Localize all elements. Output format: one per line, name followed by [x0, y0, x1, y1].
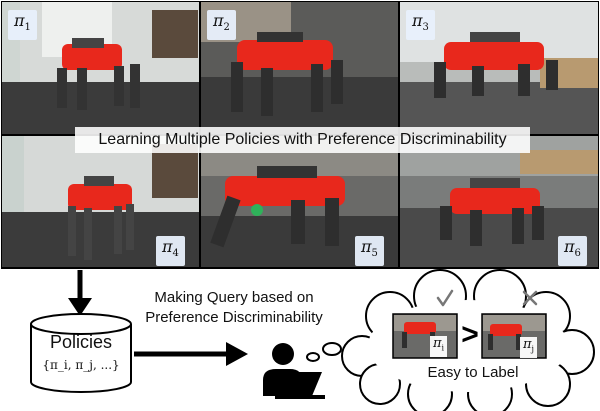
photo-policy-2: π2: [201, 2, 398, 134]
rejected-policy-label: πj: [520, 337, 538, 358]
database-label: Policies: [49, 332, 113, 352]
robot-photo-grid: π1 π2 π3: [1, 1, 599, 269]
photo-policy-3: π3: [400, 2, 598, 134]
policy-label-6: π6: [558, 236, 587, 267]
robot-scene-2: [201, 2, 398, 134]
policy-label-3: π3: [406, 10, 435, 41]
photo-policy-1: π1: [2, 2, 199, 134]
query-description: Making Query based on Preference Discrim…: [122, 288, 346, 328]
comparison-operator: >: [461, 318, 479, 351]
thought-cloud: [341, 269, 595, 411]
photo-policy-5: π5: [201, 136, 398, 267]
database-cylinder-icon: [30, 313, 132, 393]
thought-bubbles: [306, 342, 342, 362]
query-line-2: Preference Discriminability: [145, 309, 323, 326]
policy-label-2: π2: [207, 10, 236, 41]
check-icon: [436, 289, 454, 307]
preferred-policy-label: πi: [430, 336, 448, 357]
thumbnail-preferred: [392, 313, 458, 359]
person-laptop-icon: [263, 343, 325, 399]
right-arrow: [134, 342, 248, 366]
policy-label-4: π4: [156, 236, 185, 267]
photo-policy-6: π6: [400, 136, 598, 267]
policy-label-5: π5: [355, 236, 384, 267]
policy-label-1: π1: [8, 10, 37, 41]
down-arrow: [68, 270, 92, 316]
query-line-1: Making Query based on: [154, 289, 314, 306]
cross-icon: [522, 290, 538, 306]
thumbnail-rejected: [481, 313, 547, 359]
easy-to-label-caption: Easy to Label: [427, 364, 519, 381]
photo-policy-4: π4: [2, 136, 199, 267]
banner-title: Learning Multiple Policies with Preferen…: [75, 127, 530, 153]
policy-set-notation: {π_i, π_j, ...}: [42, 358, 120, 372]
